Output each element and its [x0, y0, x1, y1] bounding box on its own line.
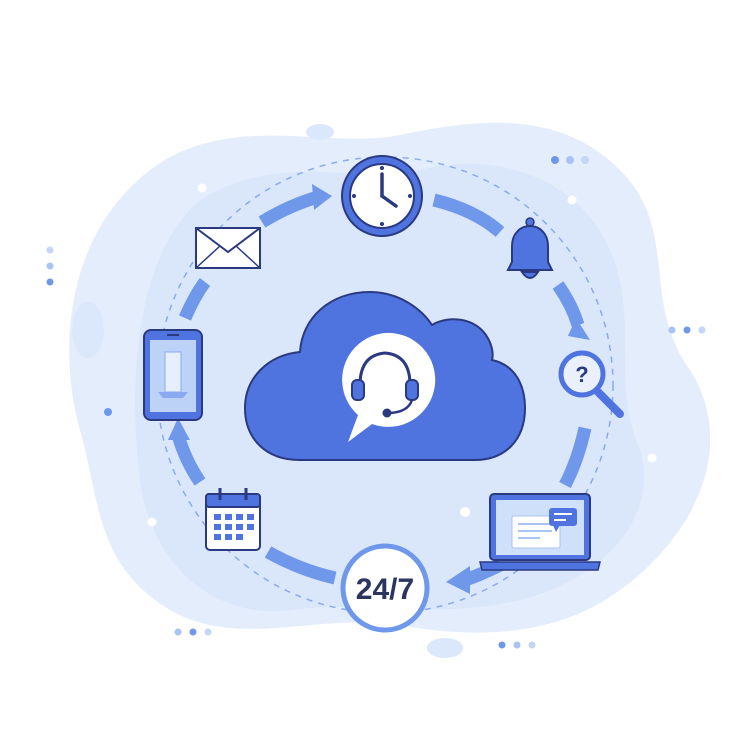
envelope-icon — [195, 227, 261, 269]
headset-support-icon — [342, 332, 436, 442]
magnifier-question-icon: ? — [558, 350, 624, 418]
laptop-chat-icon — [479, 493, 601, 571]
decor-blob — [306, 124, 334, 140]
decor-blob — [72, 302, 104, 358]
badge-24-7-text: 24/7 — [356, 573, 414, 606]
bell-icon — [506, 217, 554, 279]
smartphone-building-icon — [143, 329, 203, 421]
decor-dots — [46, 156, 706, 649]
clock-icon — [341, 155, 423, 237]
badge-24-7: 24/7 — [340, 543, 430, 633]
calendar-icon — [205, 488, 261, 551]
question-mark: ? — [575, 362, 588, 387]
decor-blob — [427, 638, 463, 658]
arrow-heads — [168, 184, 590, 594]
